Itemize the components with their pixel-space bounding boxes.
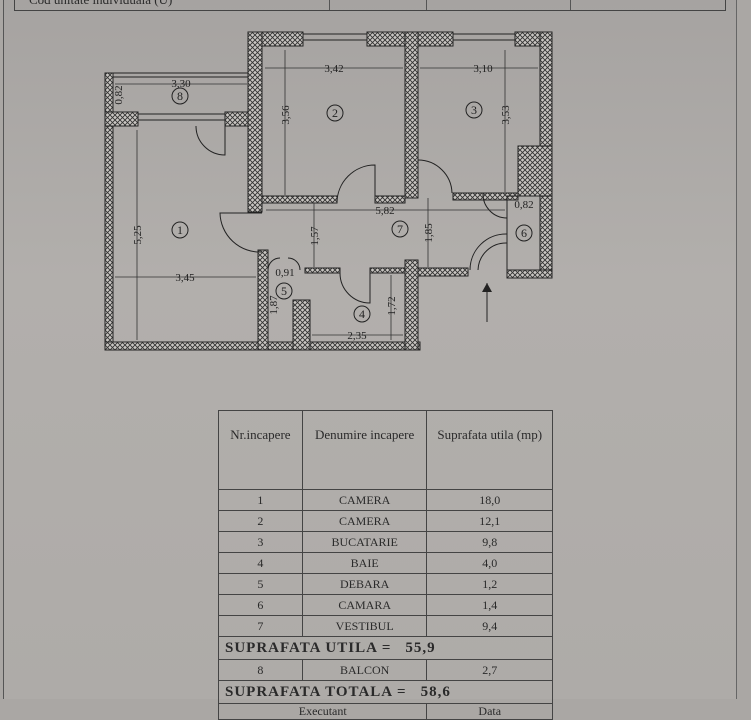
totala-row: SUPRAFATA TOTALA = 58,6 — [218, 680, 553, 704]
header-cell — [330, 0, 428, 10]
floor-plan: 3,30 0,82 3,42 3,56 3,10 3,53 5,82 0,82 … — [104, 31, 553, 351]
cell-area: 2,7 — [426, 659, 553, 681]
dim-label: 5,82 — [375, 205, 394, 217]
dim-label: 1,85 — [423, 223, 435, 243]
dimension-labels: 3,30 0,82 3,42 3,56 3,10 3,53 5,82 0,82 … — [113, 63, 534, 342]
cell-area: 4,0 — [426, 552, 553, 574]
cell-name: VESTIBUL — [301, 615, 428, 637]
dim-label: 3,30 — [171, 78, 191, 90]
cell-area: 12,1 — [426, 510, 553, 532]
utila-label: SUPRAFATA UTILA = — [225, 639, 392, 656]
cell-nr: 3 — [218, 531, 303, 553]
cell-name: CAMERA — [301, 489, 428, 511]
cell-name: BUCATARIE — [301, 531, 428, 553]
utila-row: SUPRAFATA UTILA = 55,9 — [218, 636, 553, 660]
totala-value: 58,6 — [420, 683, 451, 700]
cell-area: 1,2 — [426, 573, 553, 595]
cell-nr: 7 — [218, 615, 303, 637]
col-header: Suprafata utila (mp) — [426, 410, 553, 490]
cell-nr: 8 — [218, 659, 303, 681]
totala-label: SUPRAFATA TOTALA = — [225, 683, 407, 700]
dim-label: 5,25 — [132, 225, 144, 245]
cell-area: 1,4 — [426, 594, 553, 616]
col-header: Denumire incapere — [301, 410, 428, 490]
cell-name: BAIE — [301, 552, 428, 574]
dim-label: 1,72 — [386, 296, 398, 315]
cell-nr: 2 — [218, 510, 303, 532]
data-label: Data — [426, 703, 553, 720]
dim-label: 2,35 — [347, 330, 367, 342]
arrow-up-icon — [482, 283, 492, 292]
dim-label: 0,91 — [275, 267, 294, 279]
cell-nr: 6 — [218, 594, 303, 616]
executant-label: Executant — [217, 703, 428, 720]
cell-name: DEBARA — [301, 573, 428, 595]
dim-label: 0,82 — [514, 199, 533, 211]
header-table: Cod unitate individuala (U) — [14, 0, 726, 11]
utila-value: 55,9 — [405, 639, 436, 656]
room-number: 7 — [397, 222, 403, 236]
room-number: 5 — [281, 284, 287, 298]
room-number: 2 — [332, 106, 338, 120]
room-number: 4 — [359, 307, 365, 321]
room-numbers: 8 1 2 3 4 5 6 7 — [171, 87, 533, 323]
header-cell-label: Cod unitate individuala (U) — [15, 0, 331, 10]
cell-nr: 4 — [218, 552, 303, 574]
header-cell — [427, 0, 572, 10]
cell-area: 9,4 — [426, 615, 553, 637]
dim-label: 3,45 — [175, 272, 195, 284]
dim-label: 0,82 — [113, 85, 125, 104]
dim-label: 1,87 — [268, 295, 280, 315]
room-number: 8 — [177, 89, 183, 103]
cell-name: CAMARA — [301, 594, 428, 616]
cell-nr: 5 — [218, 573, 303, 595]
dim-label: 3,10 — [473, 63, 493, 75]
col-header: Nr.incapere — [218, 410, 303, 490]
cell-name: BALCON — [301, 659, 428, 681]
room-number: 3 — [471, 103, 477, 117]
surface-table: Nr.incapere Denumire incapere Suprafata … — [217, 410, 553, 720]
dim-label: 3,42 — [324, 63, 343, 75]
cell-area: 18,0 — [426, 489, 553, 511]
room-number: 6 — [521, 226, 527, 240]
cell-nr: 1 — [218, 489, 303, 511]
cell-area: 9,8 — [426, 531, 553, 553]
dim-label: 3,53 — [500, 105, 512, 125]
table-header: Nr.incapere Denumire incapere Suprafata … — [218, 410, 553, 490]
dim-label: 3,56 — [280, 105, 292, 125]
dim-label: 1,57 — [309, 226, 321, 246]
cell-name: CAMERA — [301, 510, 428, 532]
walls — [104, 31, 553, 351]
room-number: 1 — [177, 223, 183, 237]
